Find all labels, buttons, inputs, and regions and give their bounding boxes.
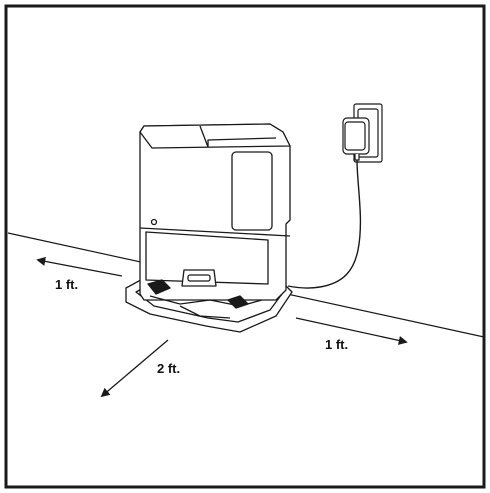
front-clearance-arrow (100, 339, 169, 398)
right-clearance-label: 1 ft. (325, 337, 349, 352)
wall-outlet-plug-icon (342, 103, 383, 163)
robot-vacuum-dock-icon (125, 123, 293, 333)
front-clearance-label: 2 ft. (157, 361, 181, 376)
left-clearance-arrow (36, 256, 123, 277)
power-cord (287, 159, 362, 289)
right-clearance-arrow (295, 317, 408, 345)
diagram-frame (4, 4, 486, 489)
left-clearance-label: 1 ft. (55, 277, 79, 292)
